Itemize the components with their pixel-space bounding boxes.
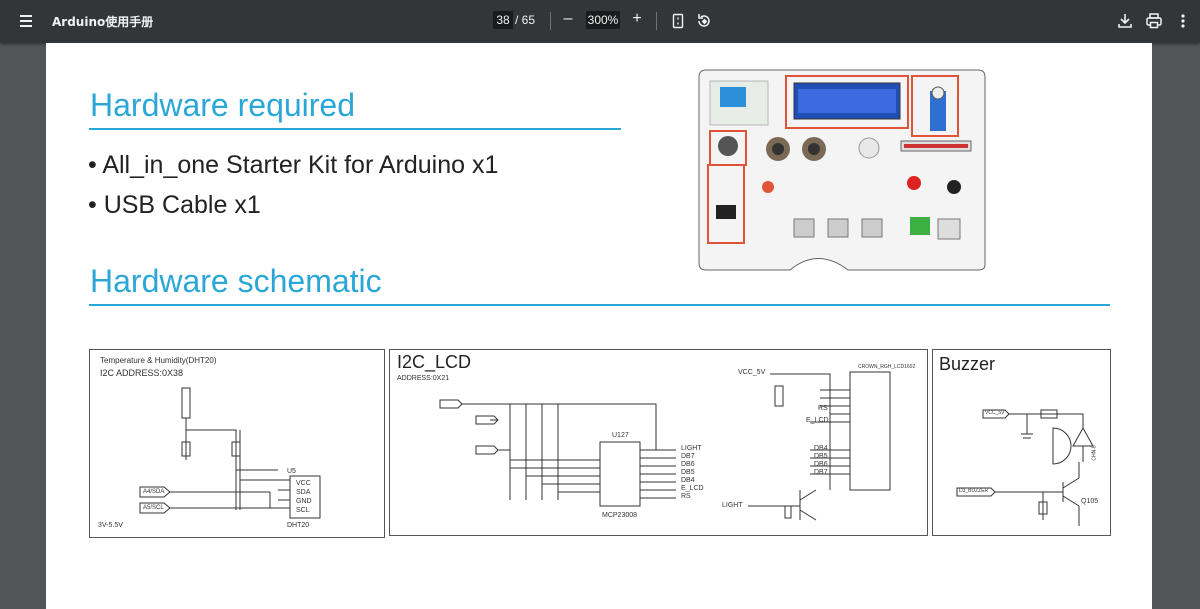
dht-address: I2C ADDRESS:0X38 xyxy=(100,368,184,378)
dht-pin-scl: SCL xyxy=(296,507,310,514)
bullet-usb-cable: • USB Cable x1 xyxy=(88,191,261,219)
download-icon[interactable] xyxy=(1115,11,1135,31)
toolbar-divider xyxy=(550,12,551,30)
heading-underline xyxy=(89,304,1110,306)
starter-kit-board-image xyxy=(698,69,986,271)
toolbar-divider xyxy=(656,12,657,30)
buzzer-part: CHN-8 xyxy=(1091,445,1098,461)
dht-sda-tag: A4/SDA xyxy=(143,489,165,495)
lcd-ic-name: U127 xyxy=(612,432,629,439)
dht-chip-name: DHT20 xyxy=(287,522,310,529)
lcd-e: E_LCD xyxy=(806,417,829,424)
dht-voltage: 3V-5.5V xyxy=(98,522,123,529)
page-number-input[interactable]: 38 xyxy=(493,11,513,29)
schematic-dht20: Temperature & Humidity(DHT20) I2C ADDRES… xyxy=(89,349,385,538)
dht-circuit xyxy=(139,387,321,519)
lcd-signal-db6: DB6 xyxy=(681,461,695,468)
more-vert-icon[interactable] xyxy=(1173,11,1193,31)
lcd-signal-db4: DB4 xyxy=(681,477,695,484)
page-total: / 65 xyxy=(515,13,536,27)
lcd-signal-e: E_LCD xyxy=(681,485,704,492)
dht-pin-gnd: GND xyxy=(296,498,312,505)
bullet-starter-kit: • All_in_one Starter Kit for Arduino x1 xyxy=(88,151,499,179)
buzzer-circuit xyxy=(956,409,1094,526)
document-title: Arduino使用手册 xyxy=(52,15,154,29)
lcd-rs: RS xyxy=(818,405,828,412)
lcd-signal-light: LIGHT xyxy=(681,445,702,452)
pdf-toolbar: Arduino使用手册 38 / 65 – 300% + xyxy=(0,0,1200,43)
lcd-db7: DB7 xyxy=(814,469,828,476)
rotate-icon[interactable] xyxy=(694,11,714,31)
buzzer-vcc-tag: VCC_5V xyxy=(985,410,1005,416)
pdf-page: Hardware required • All_in_one Starter K… xyxy=(46,43,1152,609)
heading-hardware-schematic: Hardware schematic xyxy=(90,263,382,299)
heading-hardware-required: Hardware required xyxy=(90,87,356,123)
lcd-signal-rs: RS xyxy=(681,493,691,500)
zoom-level-input[interactable]: 300% xyxy=(586,11,620,29)
lcd-light: LIGHT xyxy=(722,502,743,509)
menu-icon[interactable] xyxy=(14,10,38,32)
lcd-signal-db5: DB5 xyxy=(681,469,695,476)
dht-scl-tag: A5/SCL xyxy=(143,505,164,511)
schematic-i2c-lcd: I2C_LCD ADDRESS:0X21 U127 MCP23008 LIGHT… xyxy=(389,349,928,536)
lcd-header: CROWN_RGH_LCD1602 xyxy=(858,364,916,370)
lcd-ic-part: MCP23008 xyxy=(602,512,638,519)
print-icon[interactable] xyxy=(1144,11,1164,31)
lcd-db4: DB4 xyxy=(814,445,828,452)
fit-page-icon[interactable] xyxy=(668,11,688,31)
buzzer-transistor: Q105 xyxy=(1081,498,1099,505)
dht-title: Temperature & Humidity(DHT20) xyxy=(100,356,217,365)
buzzer-title: Buzzer xyxy=(939,354,996,374)
zoom-in-button[interactable]: + xyxy=(632,10,642,27)
lcd-vcc: VCC_5V xyxy=(738,369,766,376)
lcd-signal-db7: DB7 xyxy=(681,453,695,460)
heading-underline xyxy=(89,128,621,130)
lcd-db6: DB6 xyxy=(814,461,828,468)
schematic-buzzer: Buzzer VCC_5V D3_BUZZER Q105 CHN-8 xyxy=(932,349,1111,536)
lcd-title: I2C_LCD xyxy=(397,352,472,372)
dht-pin-vcc: VCC xyxy=(296,480,311,487)
dht-chip-label: U5 xyxy=(287,468,296,475)
dht-pin-sda: SDA xyxy=(296,489,311,496)
buzzer-input-tag: D3_BUZZER xyxy=(959,488,989,494)
zoom-out-button[interactable]: – xyxy=(563,10,573,27)
lcd-db5: DB5 xyxy=(814,453,828,460)
lcd-address: ADDRESS:0X21 xyxy=(397,375,450,382)
lcd-circuit xyxy=(439,371,891,521)
